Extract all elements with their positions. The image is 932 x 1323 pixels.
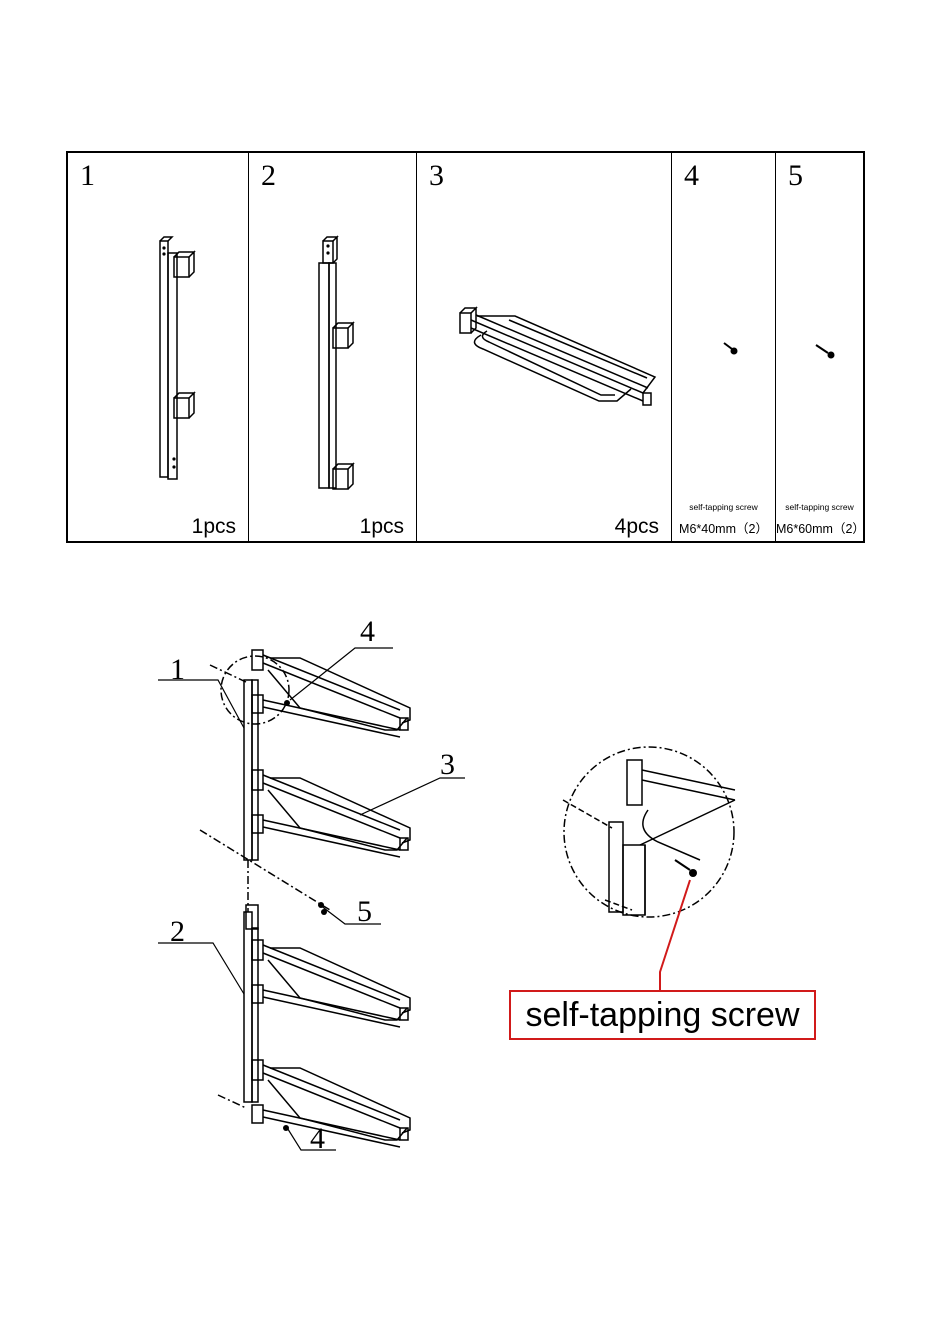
callout-label: 4 <box>310 1124 325 1154</box>
part-size: M6*40mm（2） <box>672 518 775 537</box>
wall-post-lower-drawing <box>249 153 417 543</box>
parts-table: 1 1pcs 2 <box>66 151 865 543</box>
screw-60mm-drawing <box>776 153 863 543</box>
part-size: M6*60mm（2） <box>776 518 863 537</box>
part-quantity: 4pcs <box>615 515 659 539</box>
rack-arm-drawing <box>417 153 672 543</box>
callout-label: 3 <box>440 750 455 780</box>
part-cell-1: 1 1pcs <box>68 153 249 541</box>
callout-label: 2 <box>170 917 185 947</box>
callout-label: 4 <box>360 617 375 647</box>
part-quantity: 1pcs <box>192 515 236 539</box>
part-quantity: 1pcs <box>360 515 404 539</box>
callout-label: 1 <box>170 655 185 685</box>
part-cell-4: 4 self-tapping screw M6*40mm（2） <box>672 153 776 541</box>
part-cell-3: 3 4pcs <box>417 153 672 541</box>
wall-post-upper-drawing <box>68 153 249 543</box>
screw-40mm-drawing <box>672 153 776 543</box>
assembly-drawing <box>0 560 932 1180</box>
part-caption: self-tapping screw <box>672 502 775 512</box>
part-cell-5: 5 self-tapping screw M6*60mm（2） <box>776 153 863 541</box>
callout-label: 5 <box>357 897 372 927</box>
part-caption: self-tapping screw <box>776 502 863 512</box>
part-cell-2: 2 1pcs <box>249 153 417 541</box>
detail-label-box: self-tapping screw <box>509 990 816 1040</box>
